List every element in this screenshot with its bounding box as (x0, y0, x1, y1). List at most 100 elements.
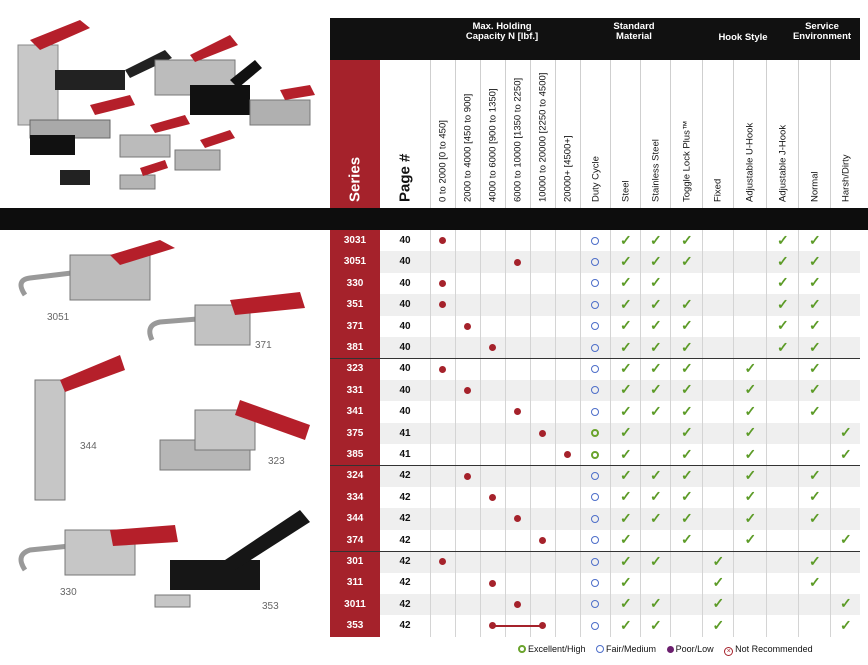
grid-line (430, 379, 431, 402)
checkmark-icon: ✓ (809, 488, 821, 505)
capacity-dot (539, 536, 546, 544)
grid-line (480, 379, 481, 402)
checkmark-icon: ✓ (650, 360, 662, 377)
grid-line (766, 551, 767, 573)
page-cell: 40 (399, 363, 411, 375)
series-cell: 323 (330, 358, 380, 380)
grid-line (480, 444, 481, 466)
grid-line (430, 465, 431, 487)
grid-line (530, 529, 531, 551)
grid-line (766, 272, 767, 295)
grid-line (640, 486, 641, 509)
grid-line (670, 508, 671, 530)
grid-line (670, 615, 671, 637)
grid-line (798, 337, 799, 359)
grid-line (580, 337, 581, 359)
grid-line (430, 615, 431, 637)
grid-line (733, 315, 734, 337)
checkmark-icon: ✓ (712, 616, 725, 633)
checkmark-icon: ✓ (620, 531, 632, 548)
grid-line (798, 593, 799, 616)
series-cell: 371 (330, 315, 380, 338)
series-cell: 385 (330, 444, 380, 466)
photo-label-353: 353 (262, 601, 279, 612)
grid-line (702, 422, 703, 444)
capacity-dot (564, 451, 571, 459)
grid-line (530, 230, 531, 252)
checkmark-icon: ✓ (777, 274, 789, 291)
grid-line (430, 272, 431, 295)
grid-line (670, 572, 671, 594)
grid-line (670, 401, 671, 423)
grid-line (530, 572, 531, 594)
grid-line (555, 337, 556, 359)
grid-line (430, 294, 431, 316)
grid-line (530, 358, 531, 380)
grid-line (733, 337, 734, 359)
grid-line (702, 593, 703, 616)
checkmark-icon: ✓ (809, 360, 821, 377)
checkmark-icon: ✓ (650, 616, 662, 633)
grid-line (798, 272, 799, 295)
fair-icon (591, 600, 599, 609)
grid-line (430, 337, 431, 359)
checkmark-icon: ✓ (681, 360, 693, 377)
legend-item-not-recommended: ×Not Recommended (724, 644, 813, 656)
checkmark-icon: ✓ (809, 338, 821, 355)
checkmark-icon: ✓ (620, 616, 632, 633)
grid-line (505, 379, 506, 402)
column-header: Adjustable U-Hook (733, 60, 766, 208)
grid-line (580, 486, 581, 509)
checkmark-icon: ✓ (809, 467, 821, 484)
checkmark-icon: ✓ (809, 509, 821, 526)
grid-line (610, 508, 611, 530)
grid-line (455, 337, 456, 359)
grid-line (480, 486, 481, 509)
checkmark-icon: ✓ (650, 595, 662, 612)
grid-line (670, 230, 671, 252)
fair-icon (591, 258, 599, 267)
column-header: 20000+ [4500+] (555, 60, 580, 208)
checkmark-icon: ✓ (620, 360, 632, 377)
column-header-label: Harsh/Dirty (840, 154, 851, 202)
checkmark-icon: ✓ (620, 574, 632, 591)
grid-line (530, 379, 531, 402)
grid-line (610, 444, 611, 466)
column-header-label: 4000 to 6000 [900 to 1350] (487, 88, 499, 202)
checkmark-icon: ✓ (809, 274, 821, 291)
series-cell: 375 (330, 422, 380, 445)
column-header-label: Adjustable U-Hook (744, 122, 756, 202)
grid-line (798, 358, 799, 380)
checkmark-icon: ✓ (650, 467, 662, 484)
grid-line (455, 486, 456, 509)
fair-icon (591, 514, 599, 523)
grid-line (798, 508, 799, 530)
checkmark-icon: ✓ (681, 338, 693, 355)
checkmark-icon: ✓ (777, 231, 789, 248)
group-header-hook-style: Hook Style (718, 32, 768, 43)
grid-line (555, 508, 556, 530)
photo-label-330: 330 (60, 587, 77, 598)
grid-line (733, 294, 734, 316)
capacity-dot (489, 493, 496, 501)
grid-line (702, 251, 703, 273)
grid-line (670, 379, 671, 402)
checkmark-icon: ✓ (712, 574, 725, 591)
page-cell: 42 (399, 620, 411, 632)
series-cell: 301 (330, 551, 380, 573)
group-divider (330, 358, 860, 360)
page-cell: 40 (399, 320, 411, 332)
capacity-dot (464, 472, 471, 480)
grid-line (610, 230, 611, 252)
checkmark-icon: ✓ (681, 531, 693, 548)
checkmark-icon: ✓ (840, 531, 852, 548)
grid-line (702, 572, 703, 594)
fair-icon (591, 557, 599, 566)
checkmark-icon: ✓ (777, 253, 789, 270)
grid-line (798, 551, 799, 573)
grid-line (455, 465, 456, 487)
grid-line (555, 294, 556, 316)
